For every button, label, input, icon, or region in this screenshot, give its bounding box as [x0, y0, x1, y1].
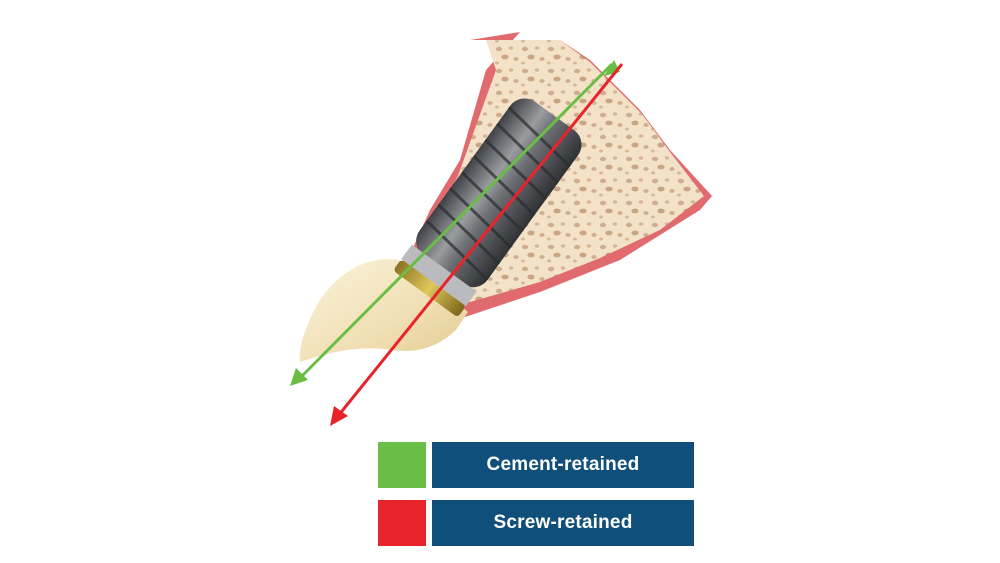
legend-row-screw: Screw-retained — [378, 500, 694, 546]
legend-row-cement: Cement-retained — [378, 442, 694, 488]
cement-arrow-head — [290, 368, 308, 386]
screw-axis-line — [336, 63, 624, 417]
cement-axis-line — [298, 62, 614, 380]
legend-swatch-red — [378, 500, 426, 546]
legend-label-screw: Screw-retained — [432, 500, 694, 546]
implant — [394, 98, 582, 316]
legend-label-cement: Cement-retained — [432, 442, 694, 488]
legend-swatch-green — [378, 442, 426, 488]
screw-arrow-head — [330, 406, 348, 426]
